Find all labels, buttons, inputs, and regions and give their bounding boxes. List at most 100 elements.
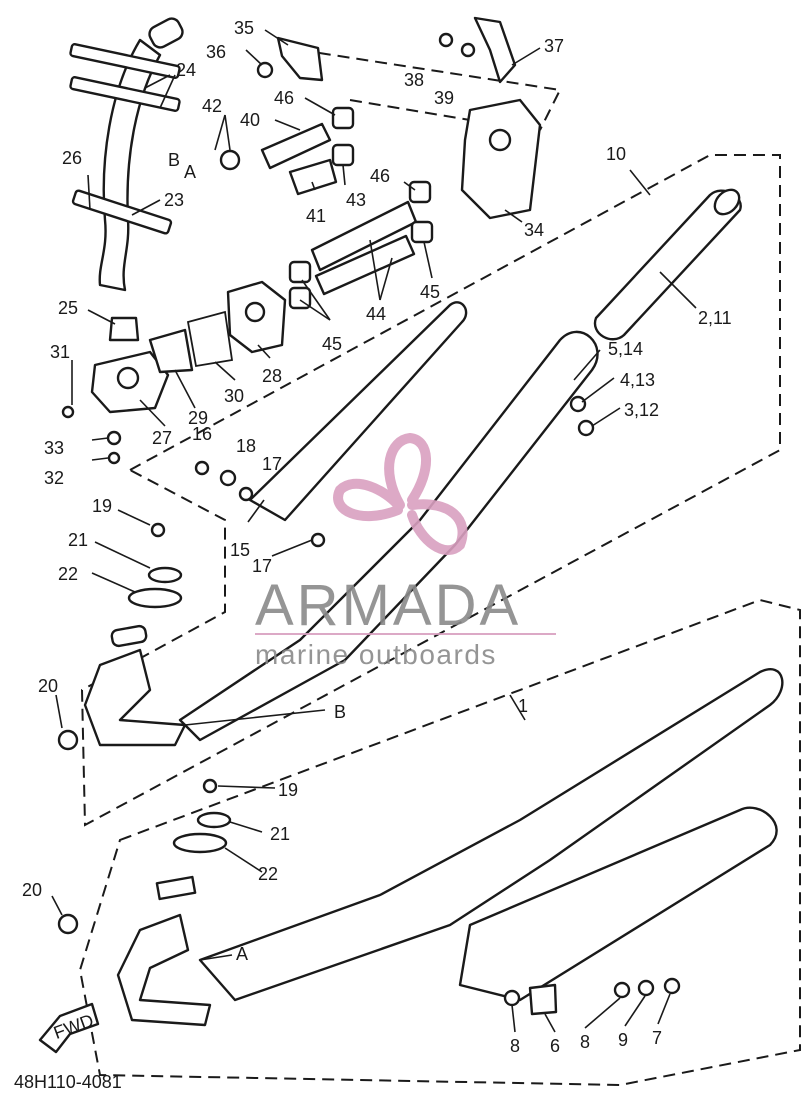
collar-17-b — [310, 532, 326, 548]
callout-15: 15 — [230, 540, 250, 560]
nut-20-upper — [57, 729, 79, 751]
bushing-25 — [108, 316, 140, 342]
cover-28-boss — [244, 301, 266, 323]
callout-3-12: 3,12 — [624, 400, 659, 420]
callout-23: 23 — [164, 190, 184, 210]
callout-33: 33 — [44, 438, 64, 458]
callout-31: 31 — [50, 342, 70, 362]
clip-46-a — [331, 106, 355, 130]
watermark-logo: ARMADA marine outboards — [255, 432, 556, 670]
exhaust-pipe-lower — [116, 913, 212, 1027]
callout-45-a: 45 — [322, 334, 342, 354]
bracket-37 — [473, 16, 517, 84]
clip-42 — [219, 149, 241, 171]
leader-lines — [51, 29, 697, 1033]
callout-8-a: 8 — [510, 1036, 520, 1056]
clip-46-b — [408, 180, 432, 204]
gasket-22-upper — [127, 587, 183, 609]
muffler-upper — [178, 330, 599, 742]
bolt-16 — [194, 460, 210, 476]
callout-17-b: 17 — [252, 556, 272, 576]
bolt-36 — [256, 61, 274, 79]
bolt-7 — [663, 977, 681, 995]
clamp-24-a — [69, 43, 181, 79]
gasket-30 — [186, 310, 234, 368]
nut-39 — [460, 42, 476, 58]
callout-36: 36 — [206, 42, 226, 62]
callout-26: 26 — [62, 148, 82, 168]
callout-2-11: 2,11 — [698, 308, 732, 328]
stud-19-lower — [202, 778, 218, 794]
callout-A-lower: A — [236, 944, 248, 964]
gasket-21-lower — [196, 811, 232, 829]
callout-46-a: 46 — [274, 88, 294, 108]
hose-41 — [288, 158, 338, 196]
clip-43 — [331, 143, 355, 167]
washer-4-13 — [569, 395, 587, 413]
callout-19-upper: 19 — [92, 496, 112, 516]
heat-shield-upper — [248, 301, 468, 522]
washer-8-a — [503, 989, 521, 1007]
callout-5-14: 5,14 — [608, 339, 643, 359]
watermark-tagline: marine outboards — [255, 639, 497, 670]
bolt-31 — [61, 405, 75, 419]
watermark-brand: ARMADA — [255, 573, 521, 638]
valve-unit-34-port — [488, 128, 512, 152]
gasket-29 — [148, 328, 194, 374]
callout-7: 7 — [652, 1028, 662, 1048]
callout-B-lower: B — [334, 702, 346, 722]
callout-27: 27 — [152, 428, 172, 448]
washer-18 — [219, 469, 237, 487]
washer-9 — [637, 979, 655, 997]
callout-35: 35 — [234, 18, 254, 38]
callout-4-13: 4,13 — [620, 370, 655, 390]
callout-45-b: 45 — [420, 282, 440, 302]
fwd-label: FWD — [51, 1010, 96, 1043]
callout-18: 18 — [236, 436, 256, 456]
callout-20-lower: 20 — [22, 880, 42, 900]
assembly-outline-1 — [78, 598, 801, 1087]
bolt-3-12 — [577, 419, 595, 437]
callout-17-a: 17 — [262, 454, 282, 474]
bolt-38 — [438, 32, 454, 48]
callout-19-lower: 19 — [278, 780, 298, 800]
hose-44-b — [314, 234, 416, 296]
callout-41: 41 — [306, 206, 326, 226]
valve-port-27 — [116, 366, 140, 390]
pipe-23-cap — [148, 17, 184, 49]
stud-19-upper — [150, 522, 166, 538]
bracket-6 — [528, 983, 558, 1016]
clip-45-a — [410, 220, 434, 244]
diagram-code: 48H110-4081 — [14, 1072, 122, 1092]
tailpipe-2-11 — [593, 189, 742, 341]
clamp-24-b — [69, 76, 181, 112]
washer-33 — [106, 430, 122, 446]
callout-16: 16 — [192, 424, 212, 444]
callout-42: 42 — [202, 96, 222, 116]
valve-unit-34 — [460, 98, 542, 220]
bracket-26 — [71, 189, 173, 235]
callout-43: 43 — [346, 190, 366, 210]
callout-28: 28 — [262, 366, 282, 386]
callout-9: 9 — [618, 1030, 628, 1050]
bracket-35 — [276, 36, 324, 82]
callout-21-upper: 21 — [68, 530, 88, 550]
assembly-outline-10 — [80, 154, 781, 827]
flange-upper — [110, 624, 148, 648]
washer-8-b — [613, 981, 631, 999]
callout-29: 29 — [188, 408, 208, 428]
callout-32: 32 — [44, 468, 64, 488]
callout-21-lower: 21 — [270, 824, 290, 844]
callout-8-b: 8 — [580, 1032, 590, 1052]
callout-labels: 1 2,11 3,12 4,13 5,14 6 7 8 8 9 10 15 16… — [22, 18, 732, 1056]
callout-40: 40 — [240, 110, 260, 130]
callout-38: 38 — [404, 70, 424, 90]
hose-40 — [260, 122, 332, 170]
fwd-arrow-icon — [38, 1002, 100, 1054]
callout-20-upper: 20 — [38, 676, 58, 696]
pipe-23 — [98, 38, 162, 292]
gasket-22-lower — [172, 832, 228, 854]
callout-6: 6 — [550, 1036, 560, 1056]
callout-46-b: 46 — [370, 166, 390, 186]
